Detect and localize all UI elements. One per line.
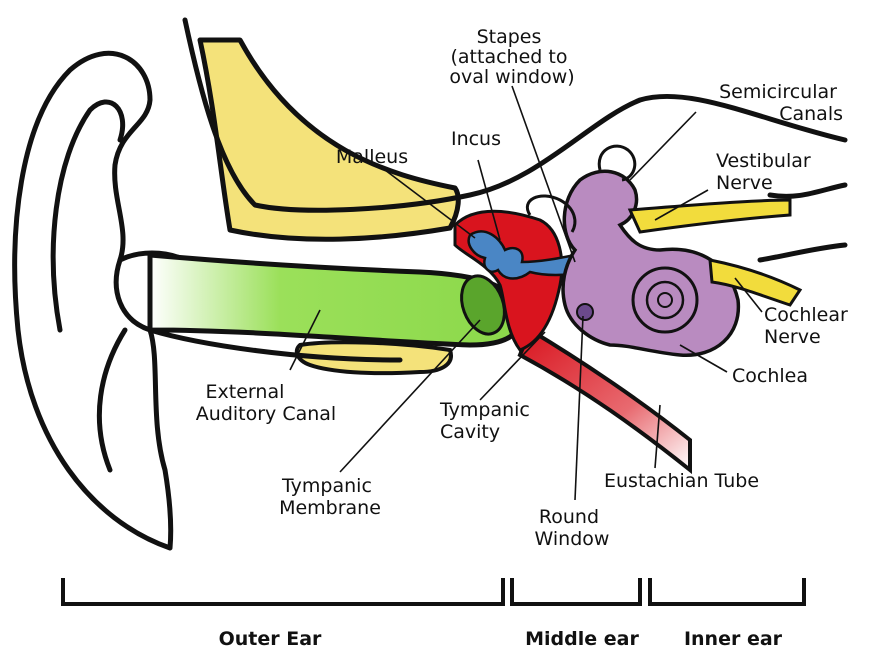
label-incus: Incus [451, 128, 501, 150]
bracket-inner-ear [650, 578, 804, 604]
bracket-middle-ear [512, 578, 640, 604]
label-cochlea: Cochlea [732, 365, 808, 387]
section-label-middle: Middle ear [525, 628, 639, 650]
round-window-shape [577, 304, 593, 320]
label-tympanic-membrane: Tympanic Membrane [279, 475, 381, 519]
label-stapes: Stapes (attached to oval window) [449, 26, 574, 88]
label-vestibular-nerve: Vestibular Nerve [716, 150, 817, 194]
label-eustachian-tube: Eustachian Tube [604, 470, 759, 492]
section-label-outer: Outer Ear [219, 628, 322, 650]
label-external-auditory-canal: External Auditory Canal [196, 381, 336, 425]
label-semicircular-canals: Semicircular Canals [719, 81, 843, 125]
label-cochlear-nerve: Cochlear Nerve [764, 304, 854, 348]
vestibular-nerve-shape [630, 200, 790, 232]
label-malleus: Malleus [336, 146, 408, 168]
label-tympanic-cavity: Tympanic Cavity [439, 399, 536, 443]
bracket-outer-ear [63, 578, 503, 604]
section-brackets [63, 578, 804, 604]
section-label-inner: Inner ear [684, 628, 783, 650]
external-auditory-canal [150, 255, 521, 345]
label-round-window: Round Window [535, 506, 610, 550]
section-labels: Outer Ear Middle ear Inner ear [219, 628, 783, 650]
